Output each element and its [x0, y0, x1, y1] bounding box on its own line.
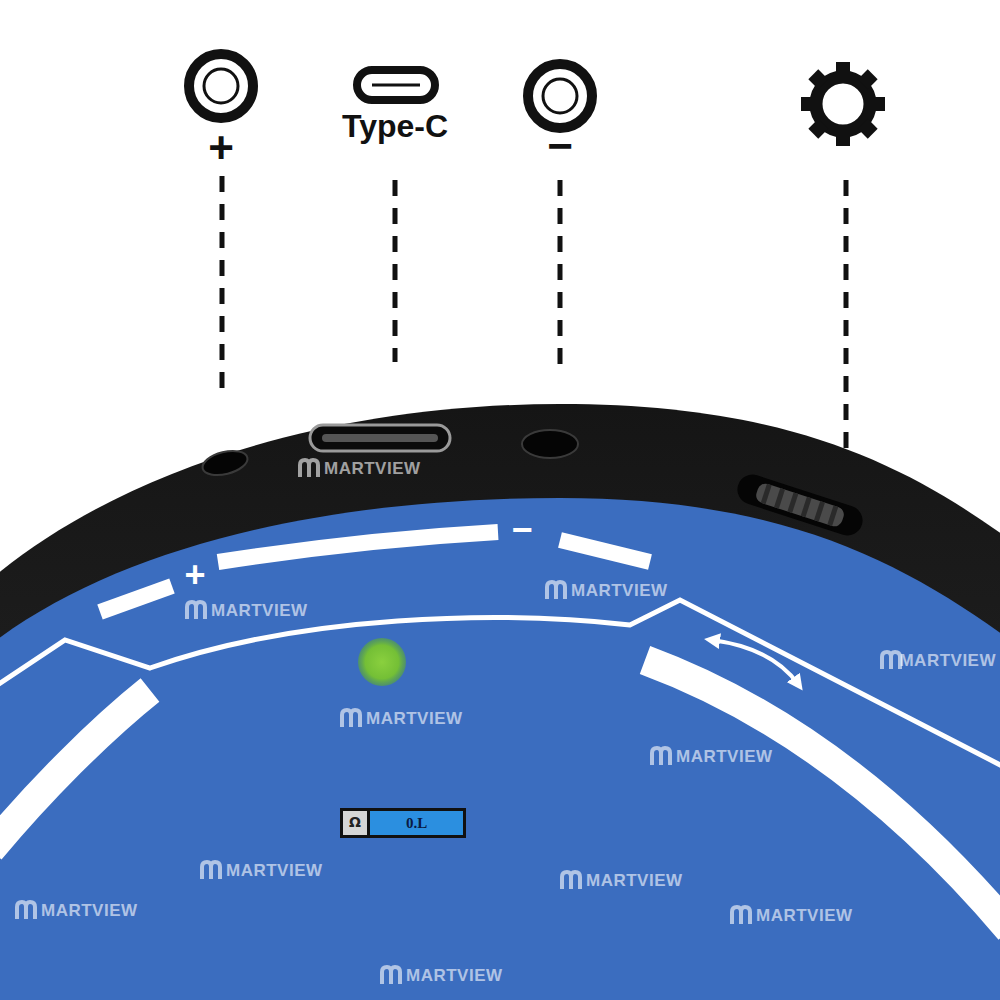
- plus-port-icon: [189, 54, 253, 118]
- band: [645, 660, 1000, 930]
- gear-tooth: [858, 119, 878, 139]
- wheel: [754, 482, 846, 529]
- face-polarity-mark: −: [511, 512, 532, 548]
- watermark: MARTVIEW: [571, 582, 668, 599]
- watermark-logo: [342, 710, 360, 727]
- type-c-icon: [357, 70, 435, 100]
- watermark: MARTVIEW: [756, 907, 853, 924]
- port-ring: [189, 54, 253, 118]
- watermark-logos: [17, 460, 900, 984]
- watermark: MARTVIEW: [324, 460, 421, 477]
- watermark: MARTVIEW: [406, 967, 503, 984]
- watermark-logo: [652, 748, 670, 765]
- knurl: [801, 497, 812, 518]
- knurl: [827, 505, 838, 526]
- watermark-logo: [300, 460, 318, 477]
- gear-tooth: [808, 69, 828, 89]
- watermark: MARTVIEW: [586, 872, 683, 889]
- type-c-tongue: [322, 434, 438, 442]
- watermark: MARTVIEW: [899, 652, 996, 669]
- gear-tooth: [836, 62, 850, 76]
- stripe: [218, 532, 498, 562]
- stripe: [560, 540, 650, 562]
- face-polarity-mark: +: [184, 557, 205, 593]
- gear-tooth: [871, 97, 885, 111]
- knurl: [761, 484, 772, 505]
- watermark-logo: [882, 652, 900, 669]
- gear-icon: [801, 62, 885, 146]
- watermark-logo: [17, 902, 35, 919]
- watermark-logo: [732, 907, 750, 924]
- port-ring: [204, 69, 238, 103]
- gear-tooth: [801, 97, 815, 111]
- minus-port-icon: [528, 64, 592, 128]
- gear-body: [816, 77, 870, 131]
- leader-line: [844, 180, 849, 448]
- scroll-wheel: [734, 471, 867, 540]
- watermark-logo: [562, 872, 580, 889]
- outline-line: [0, 600, 1000, 770]
- meter-display: Ω0.L: [340, 808, 466, 838]
- plus-jack: [200, 447, 250, 479]
- polarity-label: −: [547, 124, 573, 168]
- reading-value: 0.L: [370, 811, 463, 835]
- knurl: [774, 488, 785, 509]
- status-led: [358, 638, 406, 686]
- face-graphics: [0, 532, 1000, 930]
- stripe: [100, 586, 172, 612]
- leader-line: [558, 180, 563, 366]
- blue-face: [0, 498, 1000, 1000]
- watermark: MARTVIEW: [366, 710, 463, 727]
- minus-jack: [522, 430, 578, 458]
- watermark: MARTVIEW: [226, 862, 323, 879]
- watermark-logo: [187, 602, 205, 619]
- wheel-knurl: [761, 484, 839, 526]
- knurl: [814, 501, 825, 522]
- leader-line: [393, 180, 398, 362]
- band: [0, 690, 150, 850]
- watermark-logo: [202, 862, 220, 879]
- port-label: Type-C: [342, 110, 448, 142]
- port-ring: [528, 64, 592, 128]
- rubber-rim: [0, 404, 1000, 1000]
- port-ring: [543, 79, 577, 113]
- watermark-logo: [547, 582, 565, 599]
- type-c-port: [310, 425, 450, 451]
- gear-teeth: [801, 62, 885, 146]
- leader-line: [220, 176, 225, 388]
- watermark-logo: [382, 967, 400, 984]
- gear-tooth: [836, 132, 850, 146]
- polarity-label: +: [208, 126, 234, 170]
- watermark: MARTVIEW: [676, 748, 773, 765]
- wheel-slot: [734, 471, 867, 540]
- gear-tooth: [858, 69, 878, 89]
- knurl: [787, 492, 798, 513]
- gear-tooth: [808, 119, 828, 139]
- watermark: MARTVIEW: [211, 602, 308, 619]
- rotate-arrow: [712, 640, 798, 684]
- watermark: MARTVIEW: [41, 902, 138, 919]
- type-c-icon: [372, 84, 420, 87]
- unit-symbol: Ω: [343, 811, 367, 835]
